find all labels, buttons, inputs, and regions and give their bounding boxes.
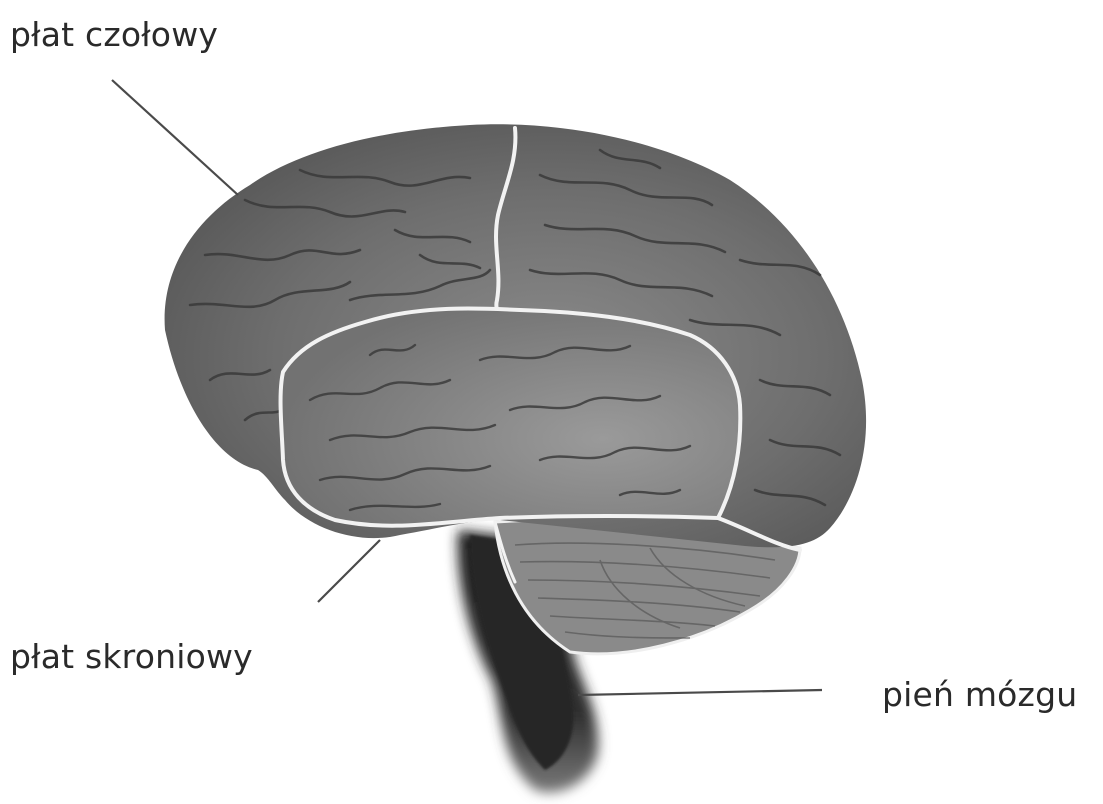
leader-line-temporal [318, 540, 380, 602]
label-temporal-lobe: płat skroniowy [10, 640, 253, 673]
label-brain-stem: pień mózgu [882, 678, 1077, 711]
leader-line-frontal [112, 80, 238, 195]
label-frontal-lobe: płat czołowy [10, 18, 218, 51]
leader-line-brainstem [578, 690, 822, 695]
